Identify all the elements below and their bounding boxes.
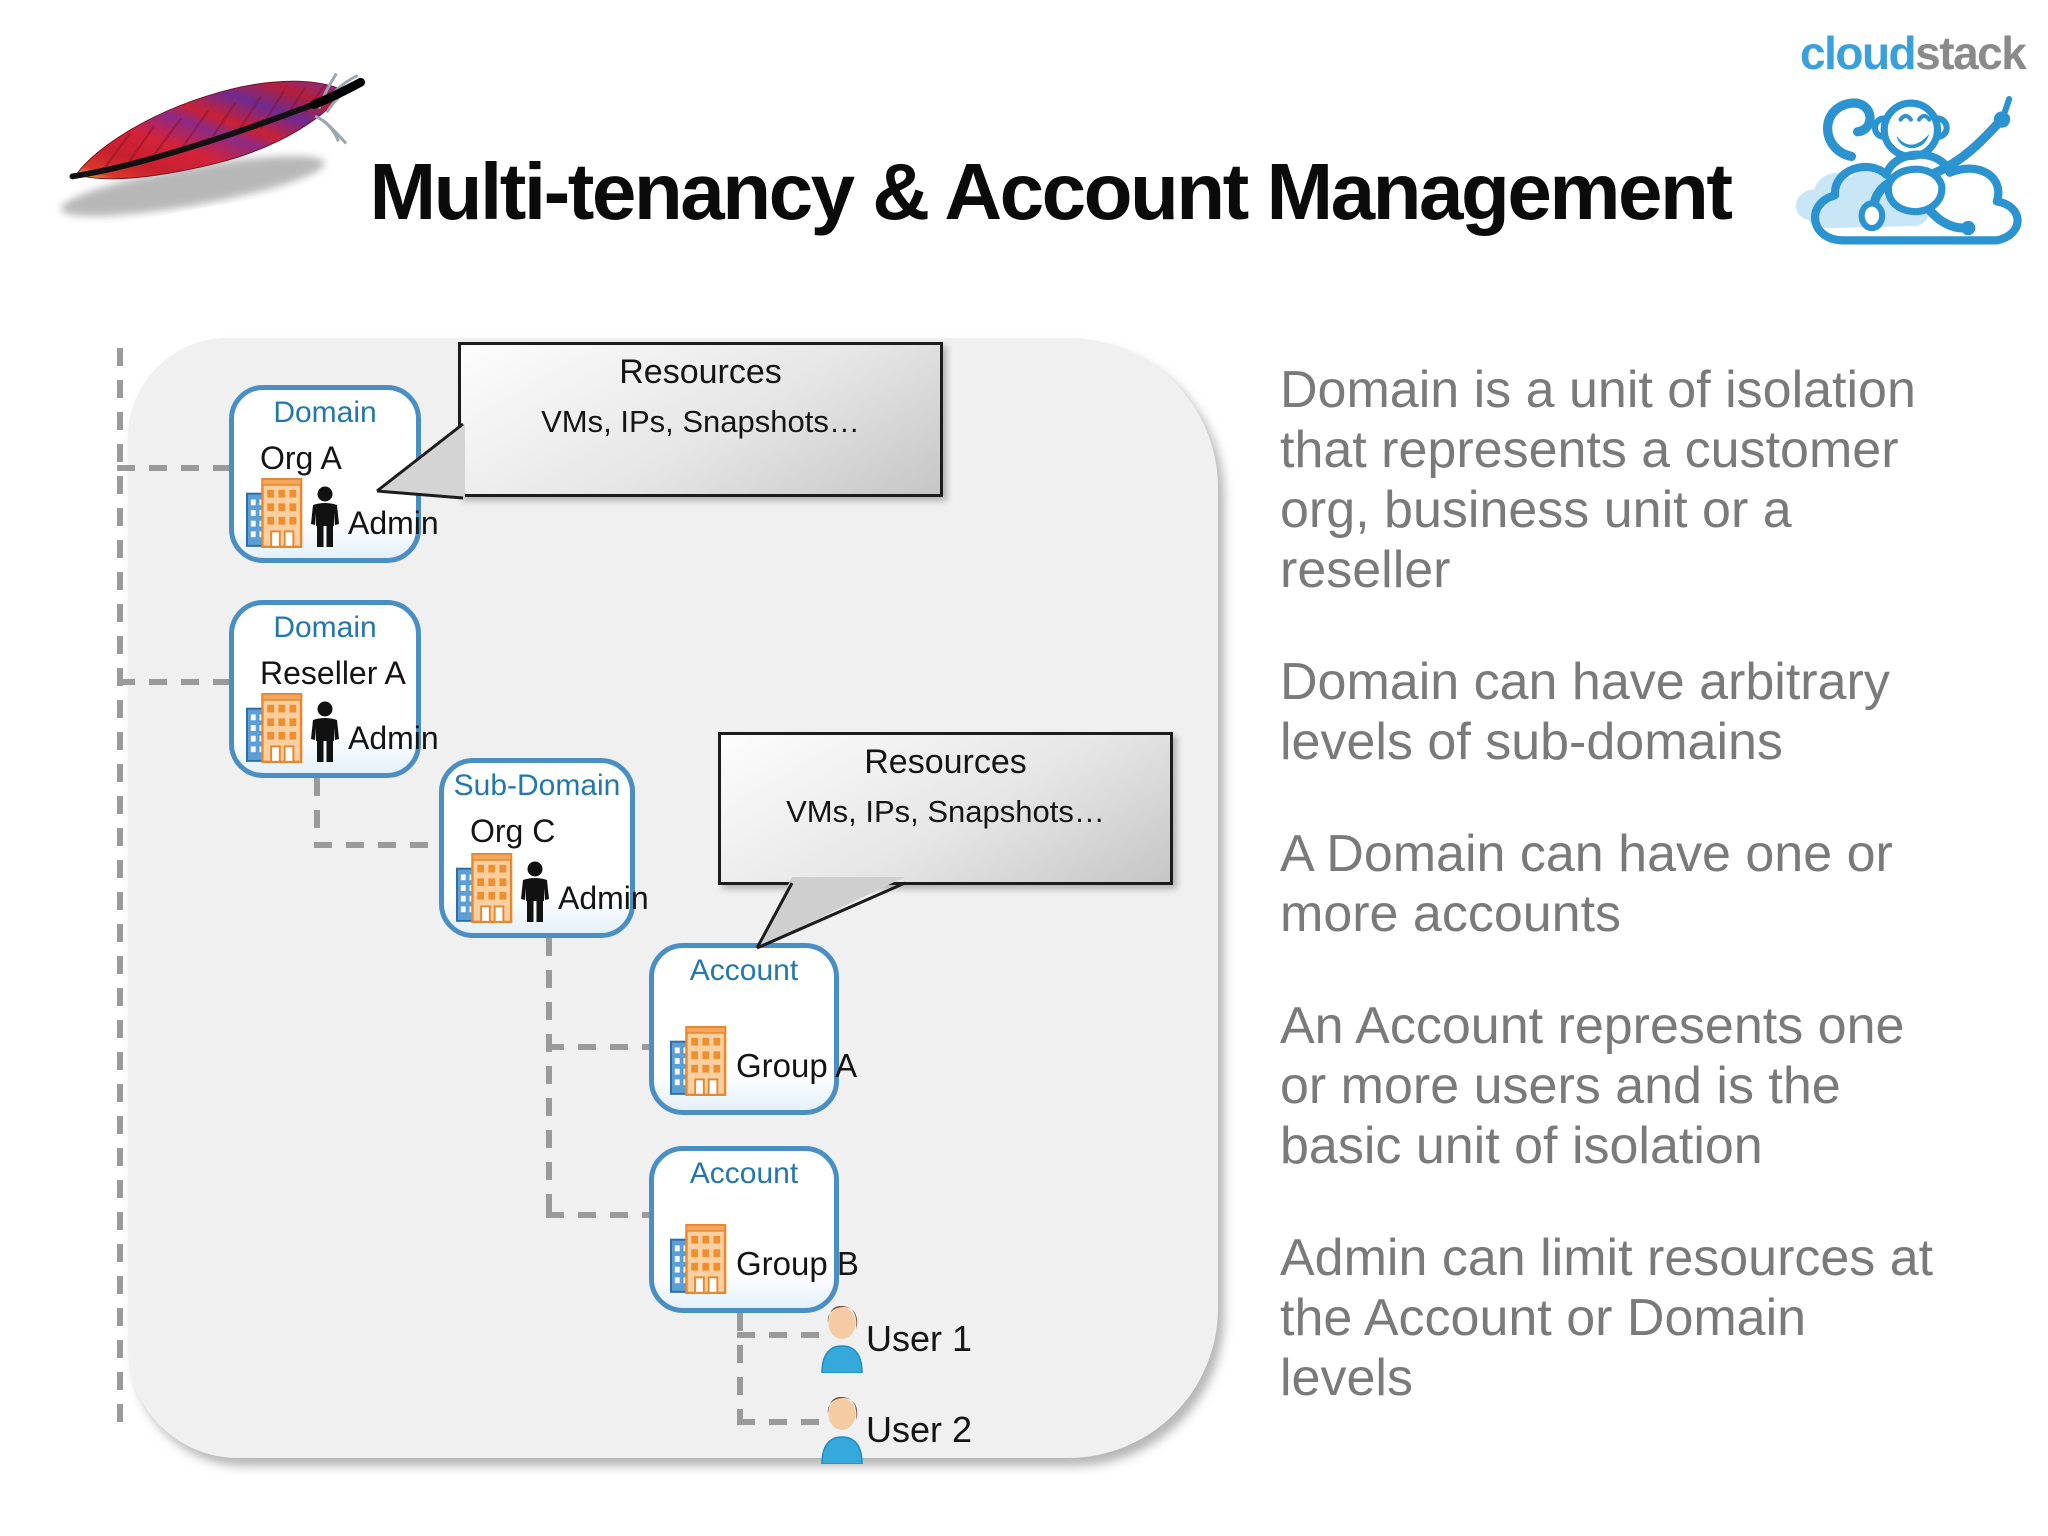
note-account-users: An Account represents one or more users …: [1280, 997, 1905, 1175]
cloudstack-word-cloud: cloud: [1800, 27, 1917, 79]
connector-to-account-b: [546, 1212, 649, 1218]
note-sub-domains: Domain can have arbitrary levels of sub-…: [1280, 653, 1890, 771]
box-title: Sub-Domain: [453, 769, 621, 802]
page-title: Multi-tenancy & Account Management: [369, 147, 1733, 236]
box-org-name: Org C: [470, 813, 556, 849]
connector-to-account-a: [546, 1044, 649, 1050]
group-label: Group A: [736, 1047, 858, 1084]
callout-tail: [376, 422, 465, 500]
org-building-icon: [246, 693, 304, 763]
admin-label: Admin: [558, 880, 649, 916]
notes-column: Domain is a unit of isolation that repre…: [1280, 360, 2040, 1460]
callout-tail: [755, 877, 906, 950]
connector-to-domain-reseller-a: [117, 679, 229, 685]
connector-root-vertical: [117, 348, 123, 1432]
cloudstack-word-stack: stack: [1915, 27, 2027, 79]
domain-box-reseller-a: Domain Reseller A Admin: [229, 600, 439, 778]
org-building-icon: [246, 478, 304, 548]
org-building-icon: [670, 1026, 728, 1096]
connector-to-domain-org-a: [117, 465, 229, 471]
admin-person-icon: [308, 701, 342, 763]
apache-feather-logo: [60, 72, 366, 217]
box-org-name: Reseller A: [260, 655, 406, 691]
admin-label: Admin: [348, 720, 439, 756]
user-label: User 1: [866, 1318, 973, 1359]
org-building-icon: [670, 1224, 728, 1294]
callout-title: Resources: [864, 743, 1027, 781]
callout-body: VMs, IPs, Snapshots…: [541, 404, 860, 439]
account-box-group-a: Account Group A: [649, 943, 857, 1115]
callout-title: Resources: [619, 353, 782, 391]
note-domain-accounts: A Domain can have one or more accounts: [1280, 825, 1893, 943]
box-org-name: Org A: [260, 440, 342, 476]
org-building-icon: [456, 853, 514, 923]
box-title: Domain: [273, 611, 377, 644]
admin-label: Admin: [348, 505, 439, 541]
cloudstack-monkey-cloud-logo: [1795, 95, 2022, 245]
connector-account-b-down: [737, 1313, 743, 1425]
user-label: User 2: [866, 1409, 973, 1450]
admin-person-icon: [308, 486, 342, 548]
sub-domain-box-org-c: Sub-Domain Org C Admin: [439, 758, 649, 938]
resources-callout-account: Resources VMs, IPs, Snapshots…: [718, 732, 1173, 885]
connector-to-user-1: [737, 1332, 823, 1338]
domain-box-org-a: Domain Org A Admin: [229, 385, 439, 563]
box-title: Account: [689, 1157, 799, 1190]
cloudstack-wordmark: cloudstack: [1800, 26, 2048, 80]
connector-to-sub-domain: [314, 842, 439, 848]
connector-to-user-2: [737, 1419, 823, 1425]
admin-person-icon: [518, 861, 552, 923]
connector-subdomain-down: [546, 938, 552, 1218]
connector-reseller-down: [314, 778, 320, 848]
callout-body: VMs, IPs, Snapshots…: [786, 794, 1105, 829]
account-box-group-b: Account Group B: [649, 1146, 859, 1313]
note-domain-isolation: Domain is a unit of isolation that repre…: [1280, 361, 1916, 599]
box-title: Account: [689, 954, 799, 987]
user-avatar-icon: [820, 1386, 864, 1464]
resources-callout-domain: Resources VMs, IPs, Snapshots…: [458, 342, 943, 497]
box-title: Domain: [273, 396, 377, 429]
group-label: Group B: [736, 1245, 859, 1282]
note-admin-limits: Admin can limit resources at the Account…: [1280, 1229, 1934, 1407]
user-avatar-icon: [820, 1295, 864, 1373]
